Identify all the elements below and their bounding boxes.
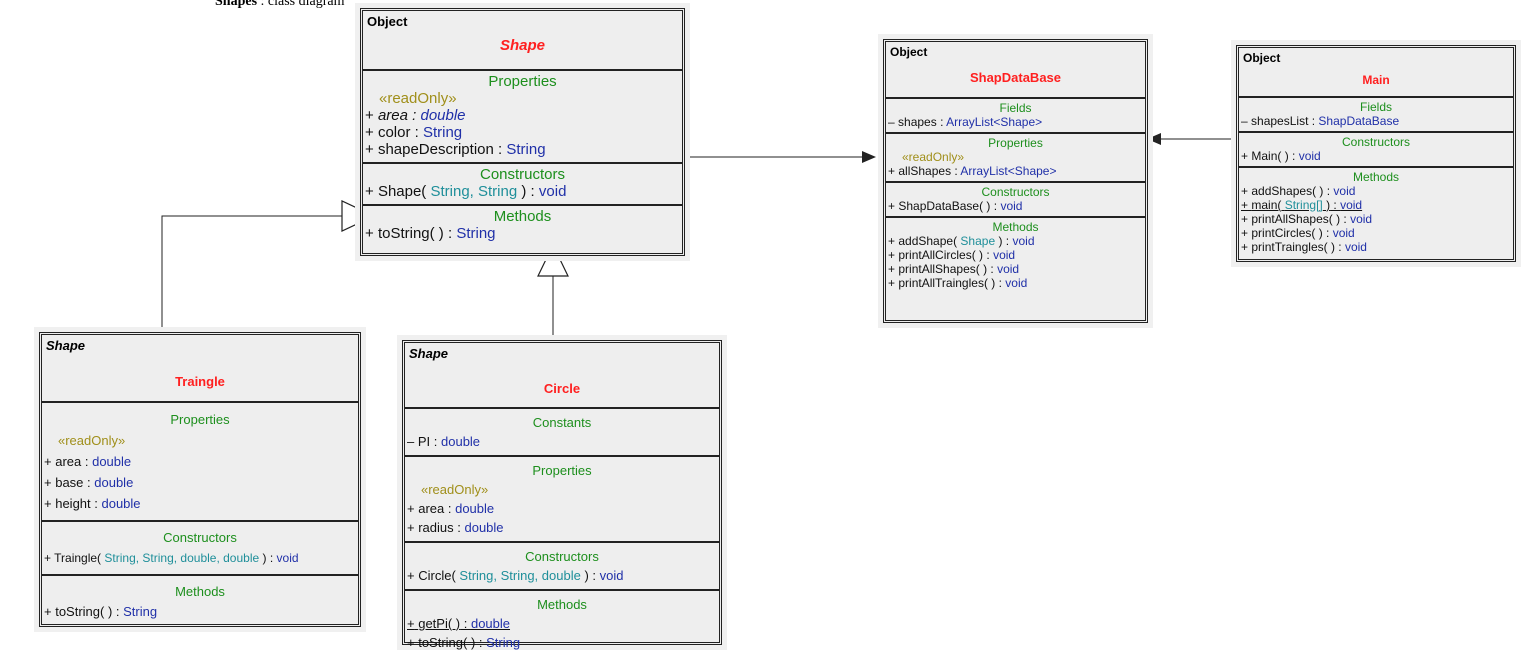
member-shape-constructor: + Shape( String, String ) : void bbox=[365, 183, 567, 200]
section-title-methods: Methods bbox=[537, 597, 587, 612]
member-color: + color : String bbox=[365, 124, 463, 141]
member-allshapes: + allShapes : ArrayList<Shape> bbox=[888, 164, 1057, 178]
parent-class-label: Object bbox=[890, 45, 928, 59]
stereotype-readonly: «readOnly» bbox=[379, 90, 457, 107]
member-main-constructor: + Main( ) : void bbox=[1241, 149, 1321, 163]
stereotype-readonly: «readOnly» bbox=[902, 150, 965, 164]
section-title-constructors: Constructors bbox=[163, 530, 237, 545]
parent-class-label: Object bbox=[367, 14, 408, 29]
member-addshape: + addShape( Shape ) : void bbox=[888, 234, 1035, 248]
member-tostring: + toString( ) : String bbox=[407, 635, 521, 650]
member-printalltraingles: + printAllTraingles( ) : void bbox=[888, 276, 1028, 290]
member-printcircles: + printCircles( ) : void bbox=[1241, 226, 1355, 240]
member-tostring: + toString( ) : String bbox=[365, 225, 496, 242]
member-addshapes: + addShapes( ) : void bbox=[1241, 184, 1356, 198]
member-pi: – PI : double bbox=[407, 434, 481, 449]
class-box-shape[interactable]: Object Shape Properties «readOnly» + are… bbox=[355, 3, 690, 261]
section-title-fields: Fields bbox=[1359, 100, 1392, 114]
class-name: Traingle bbox=[175, 374, 225, 389]
stereotype-readonly: «readOnly» bbox=[421, 482, 489, 497]
section-title-fields: Fields bbox=[999, 101, 1032, 115]
section-title-methods: Methods bbox=[175, 584, 225, 599]
member-printallshapes: + printAllShapes( ) : void bbox=[888, 262, 1020, 276]
member-shapedescription: + shapeDescription : String bbox=[365, 141, 546, 158]
traingle-inheritance-edge bbox=[161, 215, 342, 330]
section-title-constructors: Constructors bbox=[981, 185, 1050, 199]
section-title-constructors: Constructors bbox=[479, 166, 566, 183]
section-title-properties: Properties bbox=[170, 412, 230, 427]
member-shapes: – shapes : ArrayList<Shape> bbox=[888, 115, 1043, 129]
section-title-properties: Properties bbox=[988, 136, 1043, 150]
section-title-constants: Constants bbox=[532, 415, 592, 430]
member-area: + area : double bbox=[44, 454, 132, 469]
class-box-traingle[interactable]: Shape Traingle Properties «readOnly» + a… bbox=[34, 327, 366, 632]
class-box-circle[interactable]: Shape Circle Constants – PI : double Pro… bbox=[397, 335, 727, 650]
member-circle-constructor: + Circle( String, String, double ) : voi… bbox=[407, 568, 624, 583]
main-to-database-arrowhead bbox=[1147, 133, 1161, 145]
parent-class-label: Object bbox=[1243, 51, 1281, 65]
member-printallcircles: + printAllCircles( ) : void bbox=[888, 248, 1016, 262]
member-traingle-constructor: + Traingle( String, String, double, doub… bbox=[44, 551, 299, 565]
class-name: Shape bbox=[499, 37, 545, 54]
parent-class-label: Shape bbox=[46, 338, 86, 353]
section-title-methods: Methods bbox=[493, 208, 552, 225]
member-getpi: + getPi( ) : double bbox=[407, 616, 511, 631]
member-shapeslist: – shapesList : ShapDataBase bbox=[1241, 114, 1400, 128]
member-main-static: + main( String[] ) : void bbox=[1241, 198, 1363, 212]
section-title-constructors: Constructors bbox=[525, 549, 599, 564]
member-shapdatabase-constructor: + ShapDataBase( ) : void bbox=[888, 199, 1023, 213]
parent-class-label: Shape bbox=[409, 346, 449, 361]
member-printtraingles: + printTraingles( ) : void bbox=[1241, 240, 1367, 254]
class-box-shapdatabase[interactable]: Object ShapDataBase Fields – shapes : Ar… bbox=[878, 34, 1153, 328]
section-title-properties: Properties bbox=[488, 73, 557, 90]
member-area: + area : double bbox=[407, 501, 495, 516]
member-radius: + radius : double bbox=[407, 520, 504, 535]
class-box-main[interactable]: Object Main Fields – shapesList : ShapDa… bbox=[1231, 40, 1521, 267]
stereotype-readonly: «readOnly» bbox=[58, 433, 126, 448]
section-title-methods: Methods bbox=[992, 220, 1039, 234]
diagram-caption: Shapes : class diagram bbox=[215, 0, 345, 9]
member-tostring: + toString( ) : String bbox=[44, 604, 158, 619]
section-title-properties: Properties bbox=[532, 463, 592, 478]
member-printallshapes: + printAllShapes( ) : void bbox=[1241, 212, 1373, 226]
class-name: Circle bbox=[543, 381, 581, 396]
class-name: Main bbox=[1362, 73, 1390, 87]
member-base: + base : double bbox=[44, 475, 134, 490]
class-name: ShapDataBase bbox=[969, 70, 1062, 85]
section-title-constructors: Constructors bbox=[1341, 135, 1411, 149]
shape-to-database-arrowhead bbox=[862, 151, 876, 163]
member-area: + area : double bbox=[365, 107, 466, 124]
member-height: + height : double bbox=[44, 496, 141, 511]
section-title-methods: Methods bbox=[1352, 170, 1400, 184]
